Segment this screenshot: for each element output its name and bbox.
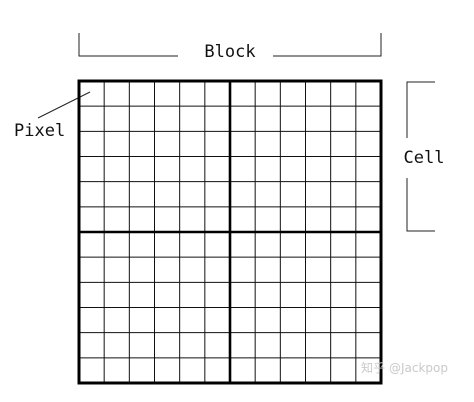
watermark-text: 知乎 @Jackpop xyxy=(361,361,448,375)
cell-bracket xyxy=(406,81,435,232)
block-divider-lines xyxy=(79,81,381,383)
block-bracket-right xyxy=(273,33,382,57)
grid-outer-frame xyxy=(77,79,383,385)
block-label: Block xyxy=(204,42,255,62)
pixel-pointer-line xyxy=(37,91,91,119)
cell-bracket-bottom xyxy=(406,178,435,232)
pixel-label: Pixel xyxy=(14,121,65,141)
cell-bracket-top xyxy=(406,81,435,138)
cell-label: Cell xyxy=(404,148,445,168)
block-bracket-left xyxy=(78,33,178,57)
block-bracket xyxy=(78,33,382,57)
